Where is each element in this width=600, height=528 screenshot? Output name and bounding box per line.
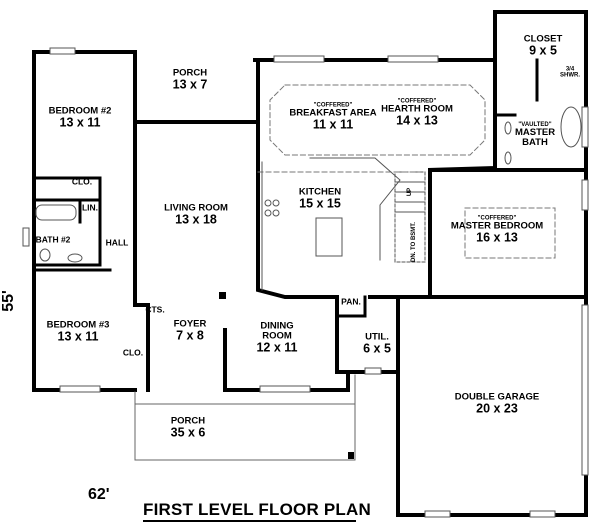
room-hall: HALL <box>105 237 129 248</box>
overall-width: 62' <box>88 486 110 503</box>
room-utility: UTIL.6 x 5 <box>363 331 391 356</box>
shower-label: 3/4 SHWR. <box>560 66 580 79</box>
kitchen-counters <box>261 157 401 291</box>
room-linen: LIN. <box>81 202 99 213</box>
fixtures <box>35 106 582 263</box>
stairs-down-label: DN. TO BSMT. <box>410 222 417 262</box>
front-porch-outline <box>134 374 356 461</box>
room-coats: CTS. <box>145 304 165 315</box>
room-closet-1: CLO. <box>71 176 93 187</box>
stairs-up-label: UP <box>406 187 413 197</box>
column-marker <box>219 292 226 299</box>
room-closet-2: CLO. <box>122 347 144 358</box>
overall-depth: 55' <box>0 290 17 312</box>
plan-title: FIRST LEVEL FLOOR PLAN <box>143 500 371 519</box>
exterior-walls <box>32 10 588 517</box>
coffered-ceilings <box>257 84 556 259</box>
room-master-bath: "VAULTED"MASTER BATH <box>515 121 556 149</box>
title-underline <box>143 520 356 522</box>
room-pantry: PAN. <box>341 296 361 307</box>
interior-walls <box>32 58 539 318</box>
room-bath-2: BATH #2 <box>35 234 71 245</box>
column-marker <box>348 452 354 459</box>
windows <box>22 47 589 518</box>
